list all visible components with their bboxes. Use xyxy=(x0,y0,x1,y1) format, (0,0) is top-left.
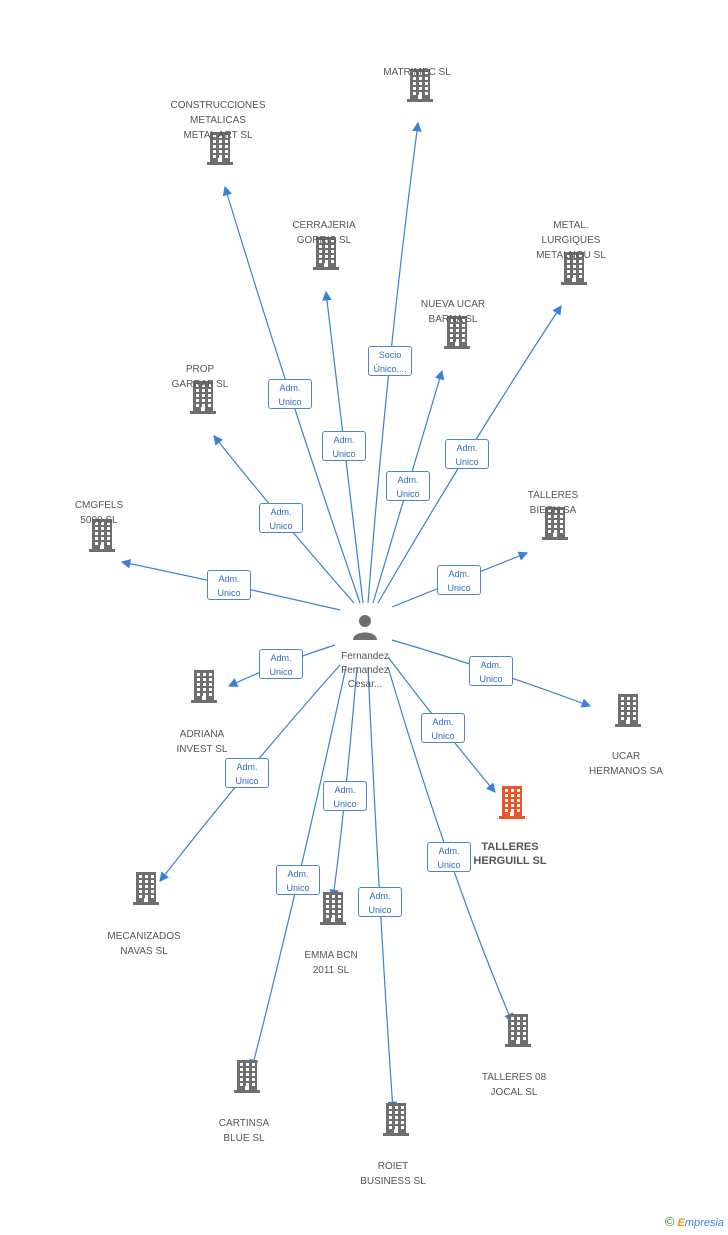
company-label[interactable]: NUEVA UCAR BARNA SL xyxy=(420,299,486,325)
role-badge[interactable]: Adm. Unico xyxy=(276,865,320,895)
company-label[interactable]: TALLERES BIECH SA xyxy=(527,490,579,516)
role-badge[interactable]: Adm. Unico xyxy=(207,570,251,600)
role-badge[interactable]: Adm. Unico xyxy=(358,887,402,917)
role-badge[interactable]: Adm. Unico xyxy=(322,431,366,461)
role-badge[interactable]: Adm. Unico xyxy=(323,781,367,811)
building-icon[interactable] xyxy=(87,518,117,557)
company-label[interactable]: EMMA BCN 2011 SL xyxy=(304,950,358,976)
company-label[interactable]: CARTINSA BLUE SL xyxy=(218,1118,270,1144)
building-icon[interactable] xyxy=(559,251,589,290)
company-label[interactable]: MECANIZADOS NAVAS SL xyxy=(107,931,181,957)
building-icon[interactable] xyxy=(318,891,348,930)
role-badge[interactable]: Adm. Unico xyxy=(268,379,312,409)
company-label[interactable]: UCAR HERMANOS SA xyxy=(589,751,663,777)
building-icon[interactable] xyxy=(613,693,643,732)
company-label[interactable]: MATRIMEC SL xyxy=(383,67,451,78)
company-label[interactable]: CMGFELS 5000 SL xyxy=(74,500,124,526)
brand-logo: © Empresia xyxy=(664,1214,724,1229)
building-icon[interactable] xyxy=(188,380,218,419)
role-badge[interactable]: Adm. Unico xyxy=(469,656,513,686)
role-badge[interactable]: Adm. Unico xyxy=(445,439,489,469)
company-label[interactable]: CONSTRUCCIONES METALICAS METAL ART SL xyxy=(170,100,266,141)
building-icon[interactable] xyxy=(497,785,527,824)
role-badge[interactable]: Adm. Unico xyxy=(437,565,481,595)
building-icon[interactable] xyxy=(405,68,435,107)
company-label[interactable]: TALLERES 08 JOCAL SL xyxy=(481,1072,547,1098)
company-label[interactable]: ADRIANA INVEST SL xyxy=(176,729,228,755)
role-badge[interactable]: Socio Único,... xyxy=(368,346,412,376)
building-icon[interactable] xyxy=(381,1102,411,1141)
role-badge[interactable]: Adm. Unico xyxy=(386,471,430,501)
building-icon[interactable] xyxy=(131,871,161,910)
company-label[interactable]: CERRAJERIA GORRIS SL xyxy=(292,220,356,246)
role-badge[interactable]: Adm. Unico xyxy=(225,758,269,788)
role-badge[interactable]: Adm. Unico xyxy=(421,713,465,743)
role-badge[interactable]: Adm. Unico xyxy=(259,649,303,679)
building-icon[interactable] xyxy=(442,315,472,354)
building-icon[interactable] xyxy=(205,131,235,170)
role-badge[interactable]: Adm. Unico xyxy=(259,503,303,533)
person-icon[interactable] xyxy=(351,612,379,645)
company-label[interactable]: PROP GARRAF SL xyxy=(171,364,229,390)
company-label[interactable]: ROIET BUSINESS SL xyxy=(360,1161,426,1187)
building-icon[interactable] xyxy=(540,506,570,545)
building-icon[interactable] xyxy=(232,1059,262,1098)
building-icon[interactable] xyxy=(503,1013,533,1052)
building-icon[interactable] xyxy=(189,669,219,708)
role-badge[interactable]: Adm. Unico xyxy=(427,842,471,872)
company-label[interactable]: TALLERES HERGUILL SL xyxy=(473,841,547,867)
person-name[interactable]: Fernandez Fernandez Cesar... xyxy=(341,651,389,690)
building-icon[interactable] xyxy=(311,236,341,275)
company-label[interactable]: METAL. LURGIQUES METALNOU SL xyxy=(536,220,606,261)
